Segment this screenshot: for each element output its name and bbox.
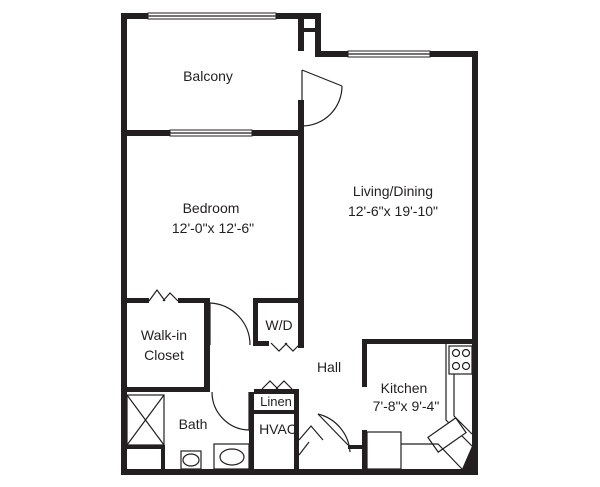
balcony-walls [121,19,315,137]
kitchen-label: Kitchen [381,380,428,396]
balcony-door [301,69,343,127]
wd-closet [253,298,304,352]
bath-room [126,391,254,475]
kitchen-size: 7'-8"x 9'-4" [373,398,440,414]
walkin-right-wall [204,298,210,390]
living-size: 12'-6"x 19'-10" [348,203,438,219]
walkin-door [148,288,179,302]
bedroom-bottom-wall [121,298,210,303]
bath-top-wall [121,387,210,392]
balcony-label: Balcony [183,68,233,84]
walkin-label-line1: Walk-in [141,327,187,343]
windows [147,12,431,58]
bedroom-right-wall [298,136,304,348]
bedroom-size: 12'-0"x 12'-6" [172,220,254,236]
closet-door [209,302,251,346]
walkin-label-line2: Closet [144,347,184,363]
wd-label: W/D [265,317,292,333]
kitchen-room [362,339,478,475]
living-label: Living/Dining [353,183,433,199]
bedroom-label: Bedroom [183,200,240,216]
bath-label: Bath [179,416,208,432]
linen-label: Linen [260,394,292,409]
hvac-label: HVAC [259,421,297,437]
hall-label: Hall [317,359,341,375]
linen-hvac-closets [254,380,362,475]
